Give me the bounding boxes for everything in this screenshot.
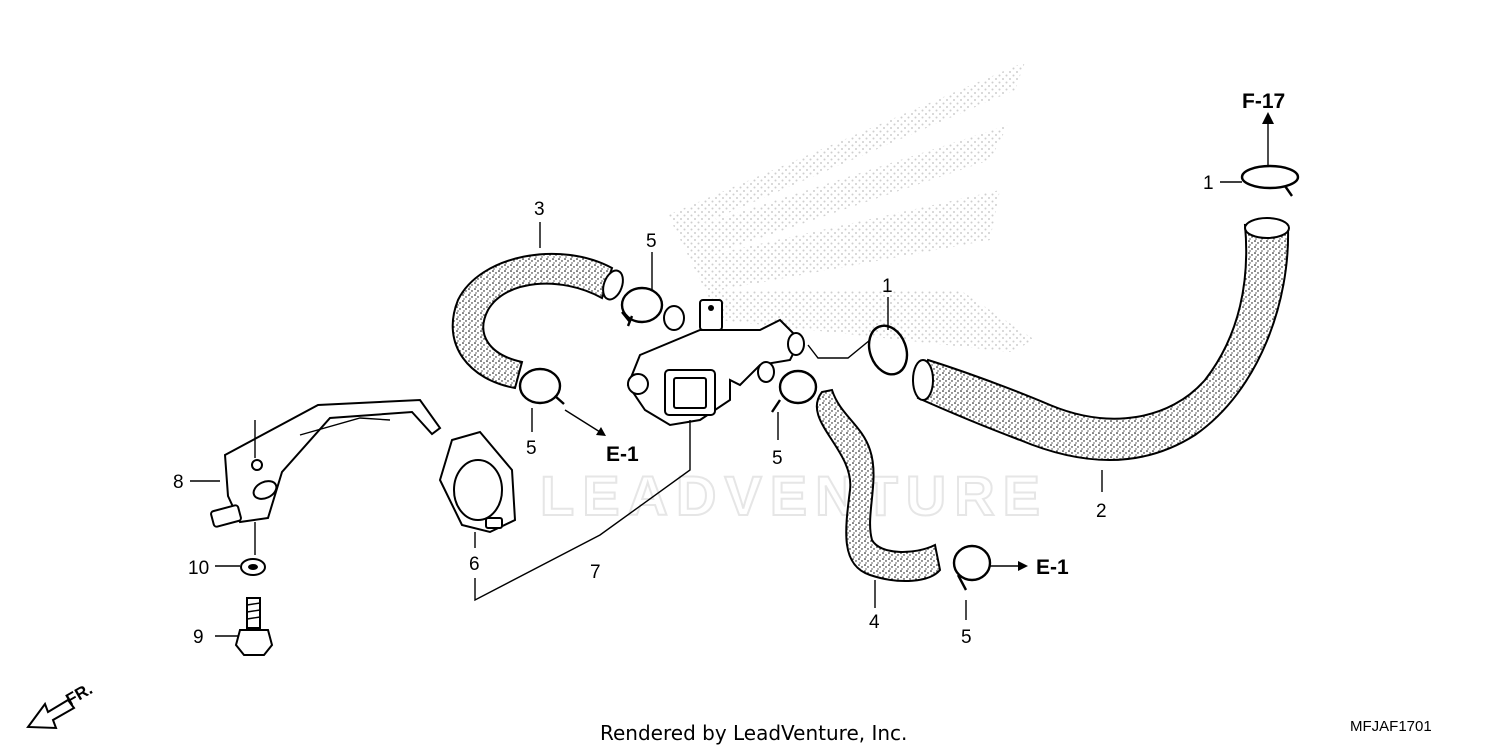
callout-5-b: 5 (526, 438, 537, 459)
clamp-1-mid[interactable] (863, 320, 914, 379)
diagram-code: MFJAF1701 (1350, 718, 1432, 735)
callout-3: 3 (534, 199, 545, 220)
callout-8: 8 (173, 472, 184, 493)
wing-logo-watermark (668, 62, 1035, 352)
air-suction-valve-7[interactable] (626, 299, 805, 427)
ref-e1-right[interactable]: E-1 (1036, 556, 1069, 579)
bolt-9[interactable] (234, 597, 274, 656)
leader-lines (190, 112, 1274, 637)
ref-e1-left[interactable]: E-1 (606, 443, 639, 466)
bracket-8[interactable] (210, 398, 442, 528)
clamp-5-b[interactable] (518, 367, 565, 405)
callout-1-top: 1 (1203, 173, 1214, 194)
front-direction-arrow-icon (26, 698, 76, 730)
washer-10[interactable] (240, 558, 266, 576)
callout-1-mid: 1 (882, 276, 893, 297)
footer-rendered-by: Rendered by LeadVenture, Inc. (600, 721, 907, 745)
hose-3[interactable] (451, 252, 627, 390)
callout-6: 6 (469, 554, 480, 575)
hose-4[interactable] (815, 388, 942, 582)
clamp-5-c[interactable] (771, 369, 818, 413)
callout-2: 2 (1096, 501, 1107, 522)
watermark-text: LEADVENTURE (540, 464, 1048, 527)
clamp-5-a[interactable] (620, 286, 664, 327)
hose-2[interactable] (912, 217, 1290, 461)
callout-5-a: 5 (646, 231, 657, 252)
callout-5-d: 5 (961, 627, 972, 648)
callout-10: 10 (188, 558, 209, 579)
clamp-1-top[interactable] (1240, 164, 1300, 197)
clamp-5-d[interactable] (952, 544, 992, 591)
callout-4: 4 (869, 612, 880, 633)
callout-9: 9 (193, 627, 204, 648)
ref-f17[interactable]: F-17 (1242, 90, 1285, 113)
callout-5-c: 5 (772, 448, 783, 469)
mount-rubber-6[interactable] (438, 430, 517, 534)
callout-7: 7 (590, 562, 601, 583)
